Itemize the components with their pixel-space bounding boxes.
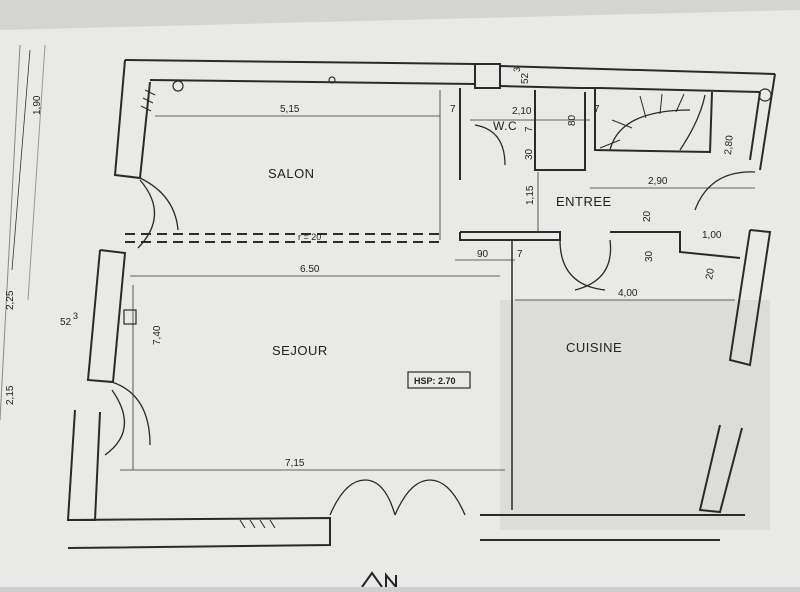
dim-2-80: 2,80: [723, 134, 736, 155]
radiator: [123, 309, 137, 325]
wall-top-right: [499, 65, 776, 75]
stair-tread: [639, 95, 647, 119]
hatch: [269, 519, 276, 529]
dim-sejour-width: 6.50: [300, 264, 320, 275]
openings: [104, 94, 756, 516]
french-door-2: [394, 479, 466, 516]
wall-top: [124, 59, 476, 65]
dim-bottom-width: 7,15: [285, 458, 305, 469]
pipe-circle: [758, 88, 772, 102]
stair-tread: [611, 119, 633, 129]
dimension-lines: [11, 49, 755, 471]
room-label-entree: ENTREE: [556, 194, 612, 209]
hatch: [259, 519, 266, 529]
wall-hatching: [140, 89, 276, 529]
wc-door: [474, 124, 506, 166]
stair-tread: [675, 93, 685, 113]
dim-1-90: 1,90: [32, 95, 43, 115]
dim-30-c: 30: [644, 250, 655, 262]
ceiling-height-label: HSP: 2.70: [414, 376, 456, 386]
paper-edge-line: [0, 44, 21, 421]
walls: [66, 59, 776, 549]
dim-wc-80: 80: [567, 114, 578, 126]
dim-2-25: 2,25: [5, 290, 16, 310]
front-door: [694, 171, 756, 211]
dim-left-height: 7,40: [152, 325, 163, 345]
pipe-circle: [328, 76, 336, 84]
hatch: [142, 97, 154, 104]
entree-door: [559, 239, 606, 291]
window-salon-left: [139, 177, 179, 231]
dim-52-left-exponent: 3: [73, 311, 78, 321]
dim-salon-width: 5,15: [280, 104, 300, 115]
wall-right-inner: [749, 91, 761, 161]
wall-right: [759, 73, 776, 171]
stair-treads: [599, 93, 685, 149]
hatch: [249, 519, 256, 529]
window-sejour-left-2: [104, 389, 125, 456]
dim-20-b: 20: [704, 267, 717, 280]
paper-edge-line: [27, 44, 46, 301]
fixtures: [123, 76, 772, 389]
wall-left-upper: [113, 59, 151, 180]
dim-entree-height: 1,15: [525, 185, 536, 205]
dim-line: [11, 49, 31, 271]
room-label-salon: SALON: [268, 166, 315, 181]
dim-52-left: 52: [60, 317, 72, 328]
stair-tread: [659, 93, 663, 115]
dim-2-15: 2,15: [5, 385, 16, 405]
wall-top-inner: [149, 79, 476, 85]
stair-arc: [609, 109, 691, 151]
window-salon-left-2: [137, 179, 156, 249]
dim-entree-width: 2,90: [648, 176, 668, 187]
dim-wall-7c: 7: [517, 249, 523, 260]
entree-door-2: [574, 239, 612, 291]
dim-cuisine-width: 4,00: [618, 288, 638, 299]
wall-top-right-inner: [499, 85, 761, 93]
dim-door-90: 90: [477, 249, 489, 260]
dim-wc-30: 30: [524, 148, 535, 160]
room-label-cuisine: CUISINE: [566, 340, 622, 355]
stair-tread: [599, 139, 621, 149]
scan-smudge: [500, 300, 770, 530]
dim-wall-7b: 7: [594, 104, 600, 115]
dim-52-top: 52: [520, 72, 531, 84]
hatch: [239, 519, 246, 529]
dim-wc-width: 2,10: [512, 106, 532, 117]
dim-wall-7d: 7: [524, 126, 535, 132]
chimney-block: [474, 63, 501, 89]
hatch: [140, 105, 152, 112]
wall-right-lower: [728, 229, 772, 367]
hatch: [144, 89, 156, 96]
window-sejour-left: [111, 381, 151, 446]
beam-label: r = 20: [298, 232, 321, 242]
dim-20-a: 20: [642, 210, 653, 222]
wall-bottom: [67, 516, 331, 549]
hsp-box: [407, 371, 471, 389]
dim-1-00: 1,00: [702, 230, 722, 241]
stair-arc-2: [679, 94, 706, 151]
pipe-circle: [172, 80, 184, 92]
room-label-sejour: SEJOUR: [272, 343, 328, 358]
room-label-wc: W.C: [493, 119, 517, 133]
wall-right-bottom: [698, 424, 743, 514]
paper-shadow: [0, 0, 800, 30]
dim-52-top-exponent: 3: [512, 67, 522, 72]
wc-wall-right: [534, 90, 586, 171]
north-arrow-icon: [361, 571, 397, 590]
french-door-1: [329, 479, 396, 516]
stair-box: [594, 88, 713, 154]
entree-bottom-wall-2: [610, 231, 741, 259]
dim-wall-7a: 7: [450, 104, 456, 115]
